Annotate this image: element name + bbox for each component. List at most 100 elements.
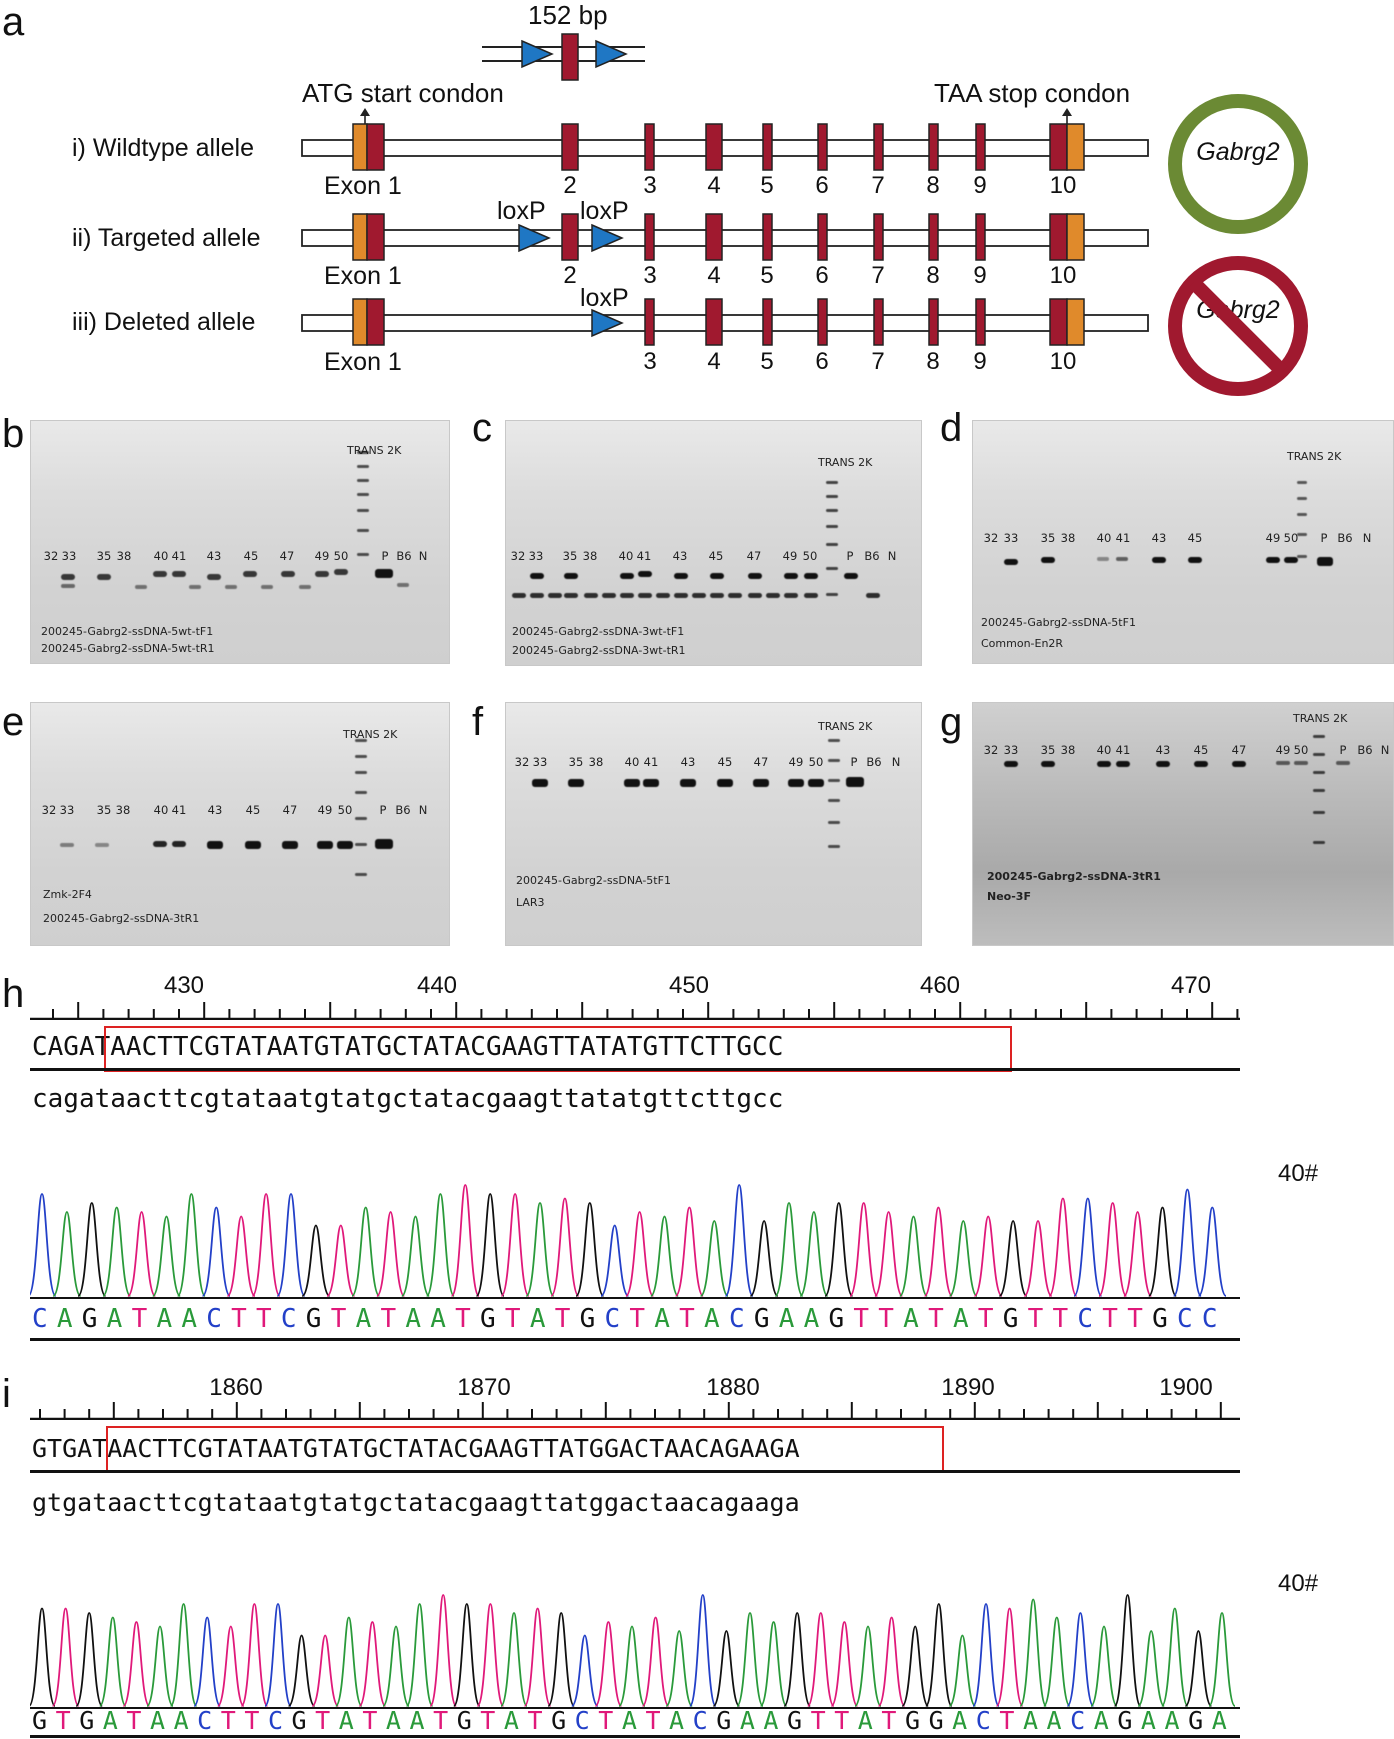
trace-peak xyxy=(830,1621,859,1707)
lane-label: 35 xyxy=(1040,743,1056,757)
gel-band xyxy=(153,841,167,847)
lane-label: 40 xyxy=(1096,743,1112,757)
base-call: T xyxy=(878,1304,894,1334)
base-call: A xyxy=(430,1304,446,1334)
position-tick-label: 440 xyxy=(416,972,458,999)
trace-peak xyxy=(475,1193,505,1297)
base-call: G xyxy=(928,1706,944,1735)
base-call: T xyxy=(315,1706,331,1735)
trace-peak xyxy=(201,1206,231,1297)
lane-label: 33 xyxy=(1003,531,1019,545)
trace-peak xyxy=(176,1193,206,1297)
gel-band xyxy=(748,573,762,579)
base-call: T xyxy=(1127,1304,1143,1334)
base-call: T xyxy=(131,1304,148,1334)
ladder-band xyxy=(1313,811,1325,814)
gel-band xyxy=(602,593,616,598)
trace-peak xyxy=(998,1220,1028,1297)
gel-band xyxy=(1294,761,1308,765)
lane-label: N xyxy=(418,803,428,817)
position-tick-label: 460 xyxy=(919,972,961,999)
exon-number: 10 xyxy=(1049,172,1077,199)
ladder-band xyxy=(357,553,369,556)
lane-label: 50 xyxy=(1283,531,1299,545)
position-tick-label: 450 xyxy=(668,972,710,999)
trace-peak xyxy=(146,1625,174,1707)
trace-peak xyxy=(51,1607,80,1707)
loxp-icon xyxy=(521,39,554,69)
base-call: C xyxy=(32,1304,48,1334)
ladder-band xyxy=(828,739,840,742)
base-call: C xyxy=(1176,1304,1193,1334)
panel-label-i: i xyxy=(2,1372,11,1416)
base-call: A xyxy=(405,1304,422,1334)
exon2-block xyxy=(561,33,579,81)
lane-label: 33 xyxy=(59,803,75,817)
loxp-label: loxP xyxy=(580,284,629,312)
base-call: T xyxy=(554,1304,571,1334)
lane-label: 38 xyxy=(1060,531,1076,545)
base-call: A xyxy=(529,1304,546,1334)
trace-peak xyxy=(382,1625,410,1707)
gel-band xyxy=(1004,761,1018,767)
base-call: C xyxy=(1201,1304,1218,1334)
ladder-band xyxy=(1313,753,1325,756)
trace-peak xyxy=(806,1612,835,1707)
gel-band xyxy=(784,593,798,598)
trace-peak xyxy=(1160,1607,1189,1707)
trace-peak xyxy=(924,1603,953,1707)
lane-label: 32 xyxy=(41,803,57,817)
divider-line xyxy=(30,1068,1240,1071)
base-call: A xyxy=(106,1304,123,1334)
trace-peak xyxy=(783,1612,812,1707)
gel-band xyxy=(638,571,652,577)
gel-band xyxy=(189,585,201,589)
lane-label: 43 xyxy=(1155,743,1171,757)
gel-band xyxy=(397,583,409,587)
trace-peak xyxy=(287,1634,316,1707)
exon-number: 9 xyxy=(973,348,987,375)
trace-peak xyxy=(1019,1598,1048,1707)
gel-band xyxy=(153,571,167,577)
ladder-band xyxy=(1313,735,1325,738)
gel-band xyxy=(282,841,298,849)
primer-label: 200245-Gabrg2-ssDNA-5tF1 xyxy=(516,874,671,887)
trace-peak xyxy=(594,1621,623,1707)
base-call: G xyxy=(32,1706,48,1735)
lane-label: P xyxy=(1339,743,1347,757)
trace-peak xyxy=(98,1616,127,1707)
trace-peak xyxy=(1023,1220,1053,1297)
panel-label-h: h xyxy=(2,972,25,1016)
lane-label: 41 xyxy=(1115,531,1131,545)
trace-peak xyxy=(151,1215,182,1297)
trace-peak xyxy=(450,1184,480,1297)
lane-label: 47 xyxy=(279,549,295,563)
exon-number: 2 xyxy=(563,262,577,289)
trace-peak xyxy=(774,1202,804,1297)
base-call: T xyxy=(433,1706,449,1735)
base-call: A xyxy=(355,1304,372,1334)
trace-peak xyxy=(849,1202,879,1297)
base-call: G xyxy=(291,1706,307,1735)
trace-peak xyxy=(169,1603,198,1707)
loxp-exon2-inset xyxy=(482,33,645,81)
trace-peak xyxy=(724,1184,754,1297)
base-call: C xyxy=(728,1304,745,1334)
position-tick-label: 1890 xyxy=(941,1374,995,1401)
panel-label-b: b xyxy=(2,412,25,456)
ladder-band xyxy=(357,509,369,512)
trace-peak xyxy=(824,1202,854,1297)
base-call: C xyxy=(280,1304,297,1334)
trace-peak xyxy=(618,1625,646,1707)
exon-number: 4 xyxy=(707,348,721,375)
base-call: A xyxy=(739,1706,755,1735)
exon-number: 7 xyxy=(871,172,885,199)
gel-band xyxy=(804,593,818,598)
loxp-label: loxP xyxy=(580,197,629,225)
base-call: A xyxy=(1164,1706,1180,1735)
trace-peak xyxy=(1197,1206,1227,1297)
ladder-band xyxy=(1297,555,1307,558)
gel-band xyxy=(95,843,109,847)
loxp-highlight-box xyxy=(104,1026,1012,1072)
